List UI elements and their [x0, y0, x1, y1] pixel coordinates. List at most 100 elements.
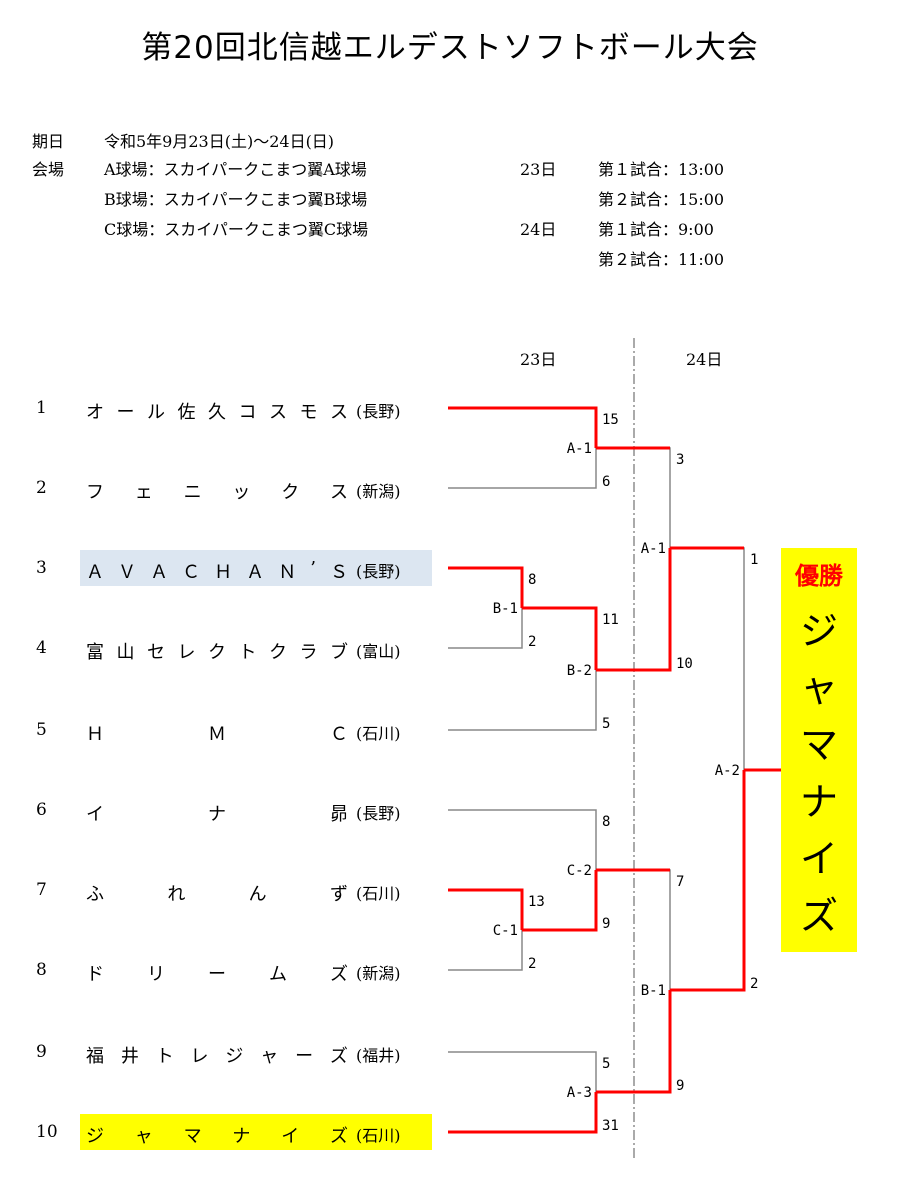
venue-c: C球場：スカイパークこまつ翼C球場	[104, 220, 369, 239]
team-name-box: 富山セレクトクラブ (富山)	[80, 630, 432, 666]
bracket-line-winner	[448, 566, 524, 608]
team-number: 2	[36, 478, 47, 498]
match-score-top: 3	[676, 452, 684, 468]
schedule-game-4: 第２試合：11:00	[598, 250, 725, 269]
bracket-line-winner	[596, 990, 672, 1094]
match-id: A-1	[567, 441, 592, 457]
match-score-top: 1	[750, 552, 758, 568]
champion-name-char: ジ	[799, 609, 838, 653]
match-score-top: 5	[602, 1056, 610, 1072]
team-name-box: ジャマナイズ(石川)	[80, 1114, 432, 1150]
team-name-box: 福井トレジャーズ (福井)	[80, 1034, 432, 1070]
schedule-game-3: 第１試合：9:00	[598, 220, 714, 239]
match-score-top: 8	[602, 814, 610, 830]
team-number: 3	[36, 558, 47, 578]
date-label: 期日	[32, 132, 65, 151]
team-number: 1	[36, 398, 47, 418]
bracket-line-winner	[448, 1092, 598, 1134]
champion-name-char: マ	[799, 723, 838, 767]
team-number: 6	[36, 800, 47, 820]
match-score-top: 11	[602, 612, 619, 628]
team-number: 8	[36, 960, 47, 980]
champion-name: ジャマナイズ	[781, 600, 857, 940]
team-name: イナ昴	[86, 804, 348, 825]
venue-a: A球場：スカイパークこまつ翼A球場	[104, 160, 367, 179]
bracket-line-winner	[448, 888, 524, 930]
team-name-box: フェニックス (新潟)	[80, 470, 432, 506]
schedule-game-1: 第１試合：13:00	[598, 160, 725, 179]
schedule-day-1: 23日	[520, 160, 557, 179]
match-id: C-2	[567, 863, 592, 879]
team-prefecture: (福井)	[356, 1046, 401, 1065]
match-score-bottom: 9	[676, 1078, 684, 1094]
team-prefecture: (石川)	[356, 884, 401, 903]
team-prefecture: (新潟)	[356, 482, 401, 501]
match-score-bottom: 2	[750, 976, 758, 992]
team-prefecture: (長野)	[356, 804, 401, 823]
day-header-23: 23日	[520, 350, 557, 369]
match-score-top: 8	[528, 572, 536, 588]
schedule-game-2: 第２試合：15:00	[598, 190, 725, 209]
match-score-top: 13	[528, 894, 545, 910]
match-score-bottom: 2	[528, 634, 536, 650]
team-name: 福井トレジャーズ	[86, 1046, 348, 1067]
team-number: 9	[36, 1042, 47, 1062]
team-name: ドリームズ	[86, 964, 348, 985]
bracket-line-winner	[522, 870, 598, 932]
match-score-bottom: 9	[602, 916, 610, 932]
team-name-box: ふれんず (石川)	[80, 872, 432, 908]
page-title: 第20回北信越エルデストソフトボール大会	[141, 30, 759, 66]
bracket-line	[596, 447, 671, 548]
bracket-line	[448, 670, 597, 731]
bracket-line-winner	[522, 606, 598, 670]
team-prefecture: (富山)	[356, 642, 401, 661]
venue-b: B球場：スカイパークこまつ翼B球場	[104, 190, 368, 209]
match-id: B-1	[641, 983, 666, 999]
team-name: オール佐久コスモス	[86, 402, 348, 423]
day-header-24: 24日	[686, 350, 723, 369]
team-number: 7	[36, 880, 47, 900]
champion-label: 優勝	[795, 562, 843, 590]
bracket-line-winner	[448, 406, 598, 448]
team-name-box: オール佐久コスモス(長野)	[80, 390, 432, 426]
bracket-line	[448, 930, 523, 971]
team-number: 10	[36, 1122, 58, 1142]
champion-name-char: ナ	[799, 780, 838, 824]
champion-name-char: ャ	[799, 666, 838, 710]
team-name: ふれんず	[86, 884, 348, 905]
bracket-line-winner	[670, 770, 746, 992]
date-value: 令和5年9月23日(土)～24日(日)	[104, 132, 335, 151]
team-number: 4	[36, 638, 47, 658]
match-score-bottom: 2	[528, 956, 536, 972]
match-id: A-2	[715, 763, 740, 779]
bracket-line	[448, 448, 597, 489]
venue-label: 会場	[32, 160, 65, 179]
team-name: フェニックス	[86, 482, 348, 503]
schedule-day-2: 24日	[520, 220, 557, 239]
match-id: A-3	[567, 1085, 592, 1101]
match-score-bottom: 10	[676, 656, 693, 672]
bracket-line	[448, 1051, 597, 1092]
team-prefecture: (長野)	[356, 562, 401, 581]
bracket-line	[448, 809, 597, 870]
team-name: ジャマナイズ	[86, 1126, 348, 1147]
team-prefecture: (新潟)	[356, 964, 401, 983]
team-prefecture: (石川)	[356, 724, 401, 743]
match-score-bottom: 5	[602, 716, 610, 732]
match-id: B-1	[493, 601, 518, 617]
match-score-top: 7	[676, 874, 684, 890]
match-score-bottom: 31	[602, 1118, 619, 1134]
champion-box: 優勝 ジャマナイズ	[781, 548, 857, 952]
match-score-top: 15	[602, 412, 619, 428]
bracket-line	[448, 608, 523, 649]
team-name-box: ドリームズ (新潟)	[80, 952, 432, 988]
team-name-box: イナ昴 (長野)	[80, 792, 432, 828]
match-score-bottom: 6	[602, 474, 610, 490]
match-id: B-2	[567, 663, 592, 679]
team-number: 5	[36, 720, 47, 740]
team-name: 富山セレクトクラブ	[86, 642, 348, 663]
